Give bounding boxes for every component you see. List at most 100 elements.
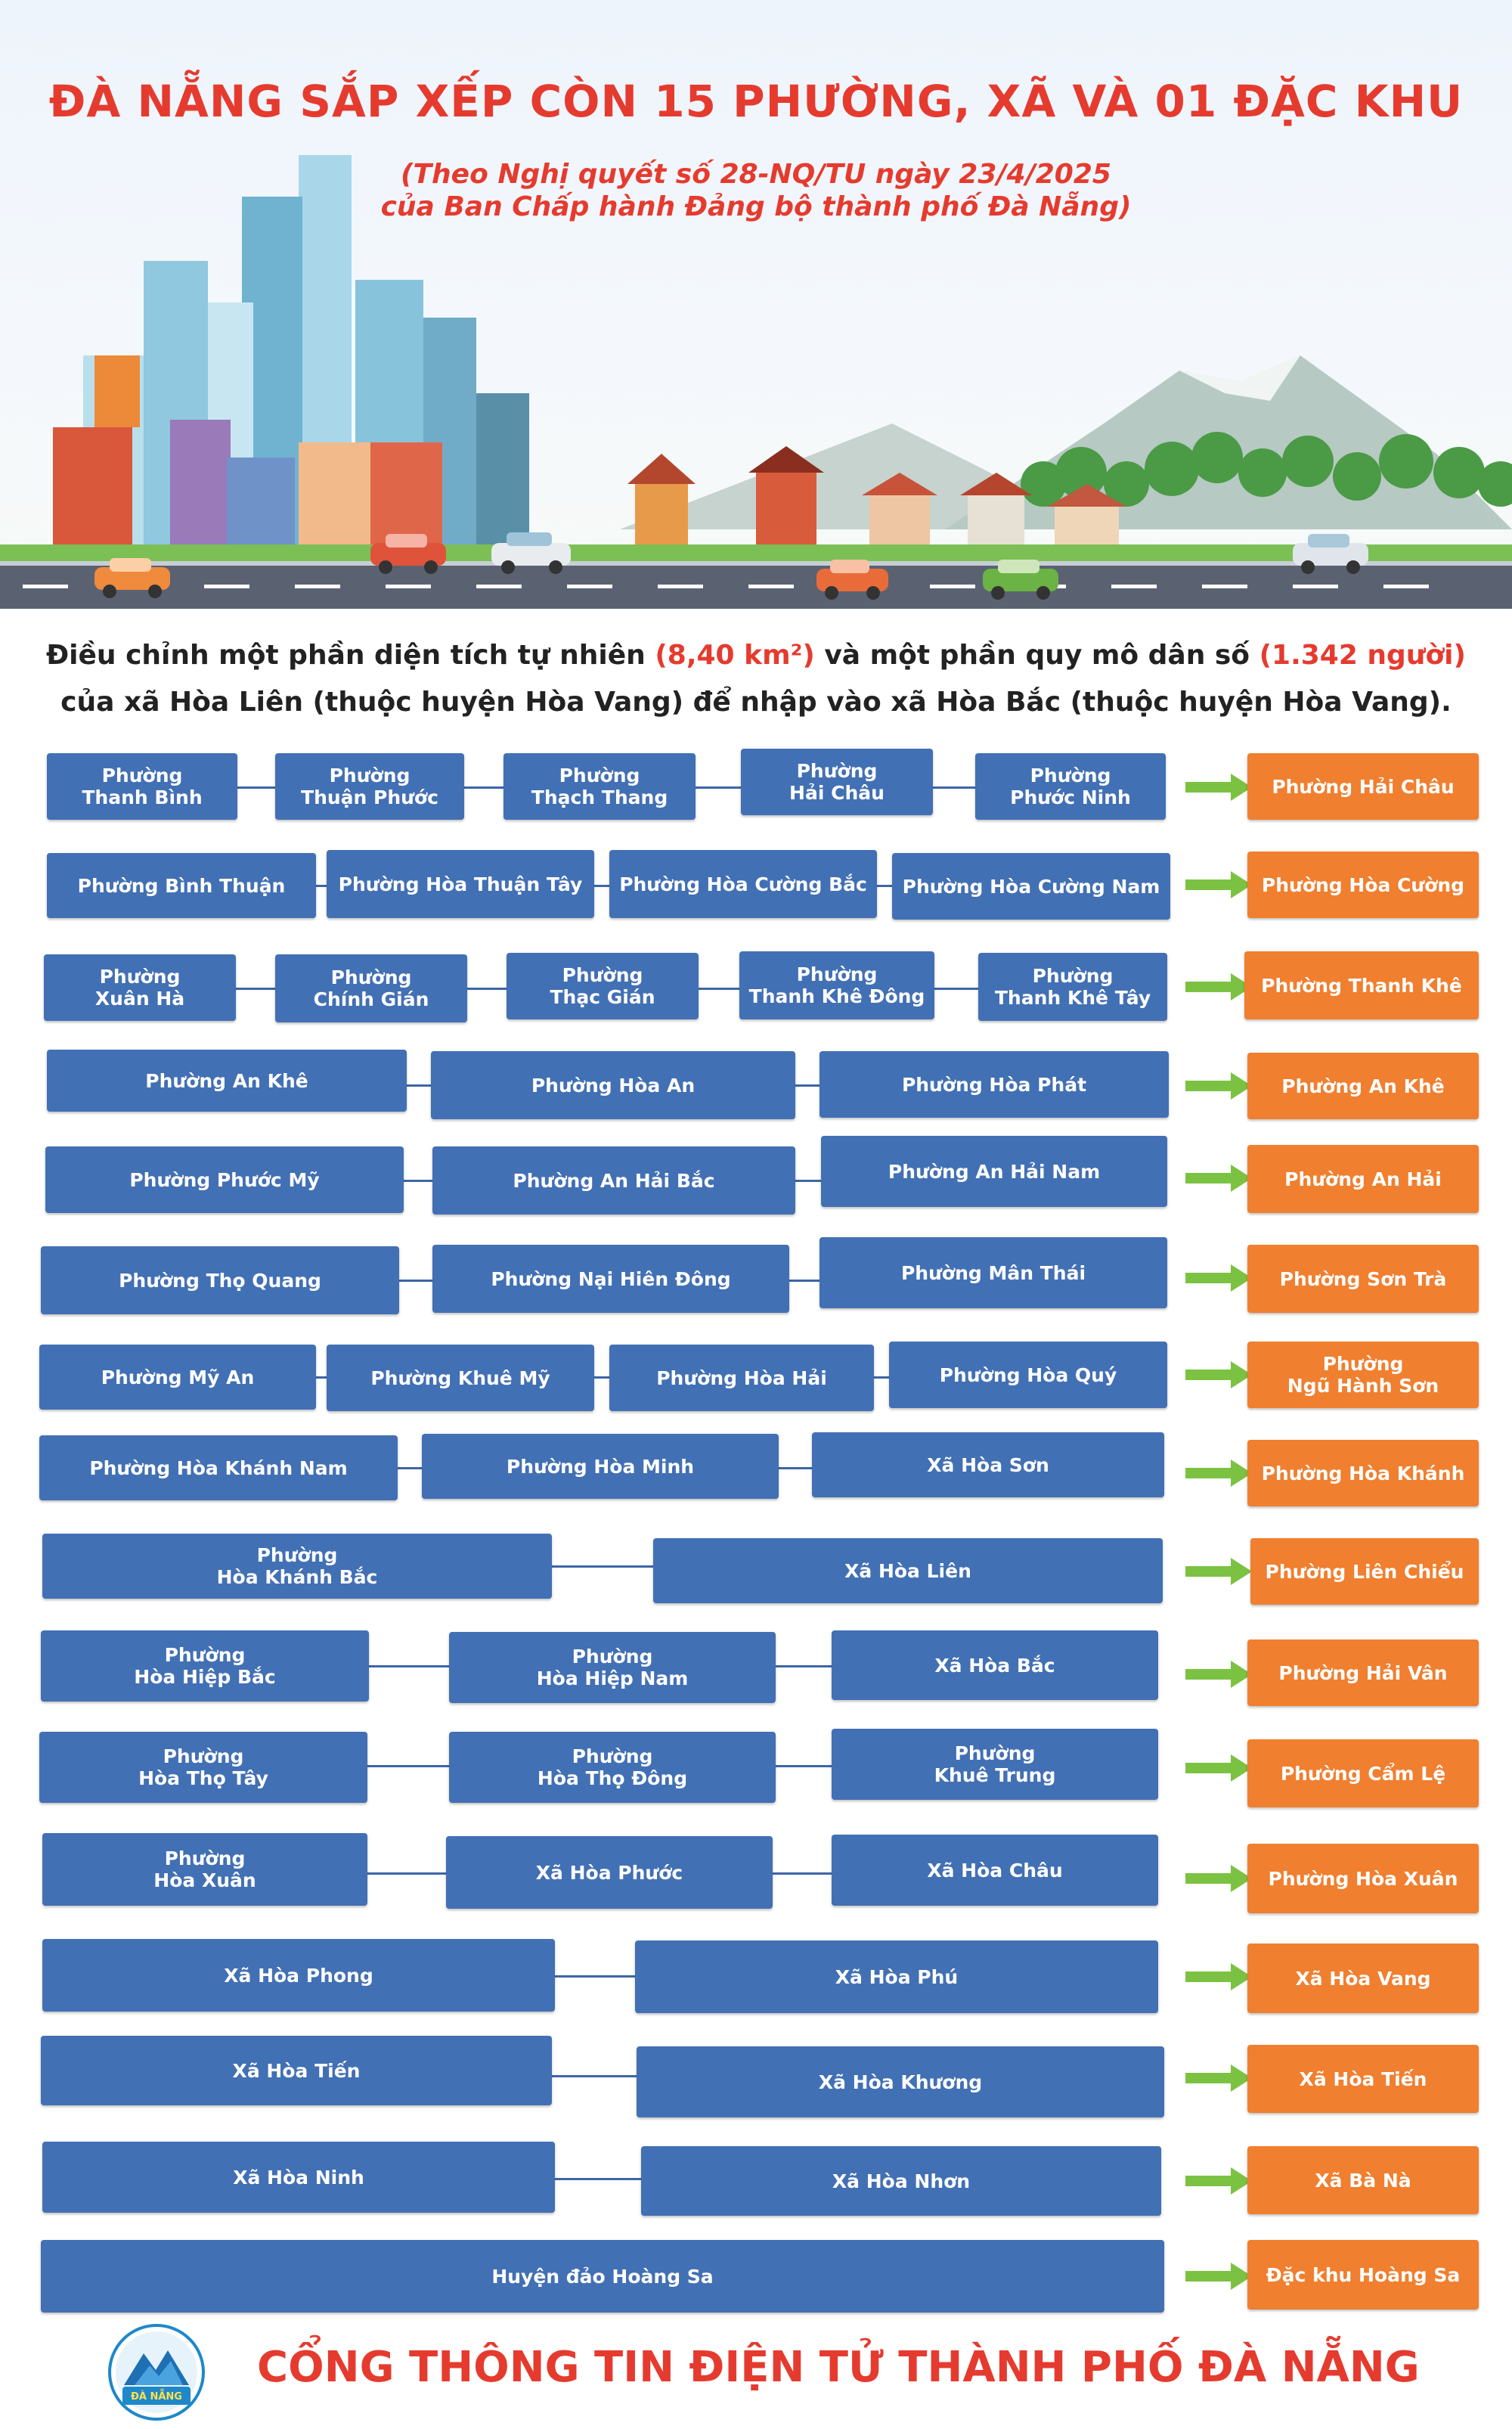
page-title: ĐÀ NẴNG SẮP XẾP CÒN 15 PHƯỜNG, XÃ VÀ 01 … [48,76,1464,127]
source-unit: Xã Hòa Nhơn [641,2146,1161,2216]
connector [874,1376,889,1379]
adjustment-note-line1: Điều chỉnh một phần diện tích tự nhiên (… [30,632,1482,679]
connector [467,988,507,990]
connector [367,1872,446,1875]
source-unit: Phường Hòa Cường Nam [892,853,1170,920]
source-unit: Xã Hòa Ninh [42,2142,555,2213]
building-peach [299,442,370,563]
arrow-right-icon [1185,871,1252,898]
connector [404,1180,432,1182]
source-unit: Phường Hòa Thọ Tây [39,1732,367,1803]
portal-name: CỔNG THÔNG TIN ĐIỆN TỬ THÀNH PHỐ ĐÀ NẴNG [257,2343,1420,2392]
source-unit: Phường An Hải Bắc [432,1146,795,1214]
arrow-right-icon [1185,1072,1252,1100]
connector [464,786,503,789]
connector [555,1975,635,1978]
merged-unit: Phường Hòa Khánh [1247,1440,1479,1506]
source-unit: Xã Hòa Phong [42,1939,555,2012]
source-unit: Phường Hòa Quý [889,1342,1167,1408]
merged-unit: Xã Hòa Vang [1247,1944,1479,2013]
arrow-right-icon [1185,1865,1252,1892]
source-unit: Xã Hòa Phú [635,1940,1158,2013]
source-unit: Xã Hòa Bắc [832,1630,1158,1700]
note-text-a: Điều chỉnh một phần diện tích tự nhiên [46,640,655,671]
connector [877,885,892,887]
road-curb [0,561,1512,566]
connector [779,1467,812,1469]
resolution-reference-line2: của Ban Chấp hành Đảng bộ thành phố Đà N… [380,191,1132,222]
source-unit: Phường Hòa Cường Bắc [609,850,877,918]
car-orange [94,558,170,598]
source-unit: Phường Hòa Hiệp Nam [449,1632,776,1703]
source-unit: Phường Thạc Gián [507,953,699,1019]
merged-unit: Phường Liên Chiểu [1250,1538,1479,1605]
connector [933,786,975,789]
city-illustration [0,155,1512,609]
merged-unit: Xã Bà Nà [1247,2146,1479,2214]
merged-unit: Phường An Khê [1247,1053,1479,1119]
merged-unit: Phường Hòa Xuân [1247,1844,1479,1913]
merged-unit: Phường Hòa Cường [1247,852,1479,918]
car-orange-red [816,560,888,600]
source-unit: Xã Hòa Phước [446,1836,773,1909]
house-3-roof [862,473,937,495]
source-unit: Phường Thuận Phước [275,753,464,820]
merged-unit: Đặc khu Hoàng Sa [1247,2240,1479,2310]
da-nang-emblem-icon: ĐÀ NẴNG [108,2324,205,2421]
source-unit: Phường Chính Gián [275,954,467,1022]
population-value: (1.342 người) [1259,640,1466,671]
connector [934,988,978,990]
merged-unit: Phường Sơn Trà [1247,1245,1479,1313]
arrow-right-icon [1185,2167,1252,2195]
house-1-roof [627,454,696,484]
adjustment-note: Điều chỉnh một phần diện tích tự nhiên (… [30,632,1482,726]
source-unit: Phường Phước Ninh [975,753,1166,820]
source-unit: Phường Thọ Quang [41,1246,399,1314]
resolution-reference-line1: (Theo Nghị quyết số 28-NQ/TU ngày 23/4/2… [401,159,1111,190]
building-red-left [53,427,132,563]
connector [773,1872,832,1875]
connector [696,786,741,789]
adjustment-note-line2: của xã Hòa Liên (thuộc huyện Hòa Vang) đ… [60,687,1452,718]
source-unit: Phường Nại Hiên Đông [432,1245,789,1313]
source-unit: Phường An Hải Nam [821,1136,1167,1207]
source-unit: Phường Mỹ An [39,1345,316,1410]
source-unit: Phường Hòa Khánh Bắc [42,1534,552,1599]
arrow-right-icon [1185,1661,1252,1688]
merged-unit: Xã Hòa Tiến [1247,2045,1479,2113]
tree-line [1021,432,1512,507]
building-purple [170,420,231,563]
mountain-snow [1179,355,1300,401]
connector [555,2178,641,2180]
source-unit: Phường Hòa Hiệp Bắc [41,1630,369,1702]
connector [236,988,275,990]
connector [316,1376,327,1379]
connector [552,1565,653,1568]
connector [594,885,609,887]
source-unit: Phường Hòa Thọ Đông [449,1732,776,1803]
source-unit: Phường Khuê Mỹ [327,1345,594,1411]
merged-unit: Phường Hải Châu [1247,753,1479,820]
arrow-right-icon [1185,1264,1252,1292]
connector [776,1765,832,1767]
connector [399,1280,432,1282]
source-unit: Xã Hòa Tiến [41,2036,552,2105]
connector [795,1084,820,1087]
connector [699,988,739,990]
house-2-roof [748,446,824,473]
house-4-roof [960,473,1032,495]
house-5-roof [1047,484,1126,507]
grass-strip [0,544,1512,563]
svg-text:ĐÀ NẴNG: ĐÀ NẴNG [131,2390,182,2403]
source-unit: Xã Hòa Sơn [812,1432,1164,1497]
source-unit: Phường Hòa Minh [422,1434,779,1499]
source-unit: Phường An Khê [47,1050,407,1112]
arrow-right-icon [1185,1558,1252,1585]
source-unit: Phường Thanh Khê Đông [739,951,934,1019]
arrow-right-icon [1185,973,1252,1000]
connector [776,1665,832,1667]
car-white [491,532,571,574]
car-green [983,560,1058,600]
source-unit: Phường Thanh Khê Tây [978,953,1167,1021]
arrow-right-icon [1185,1963,1252,1990]
